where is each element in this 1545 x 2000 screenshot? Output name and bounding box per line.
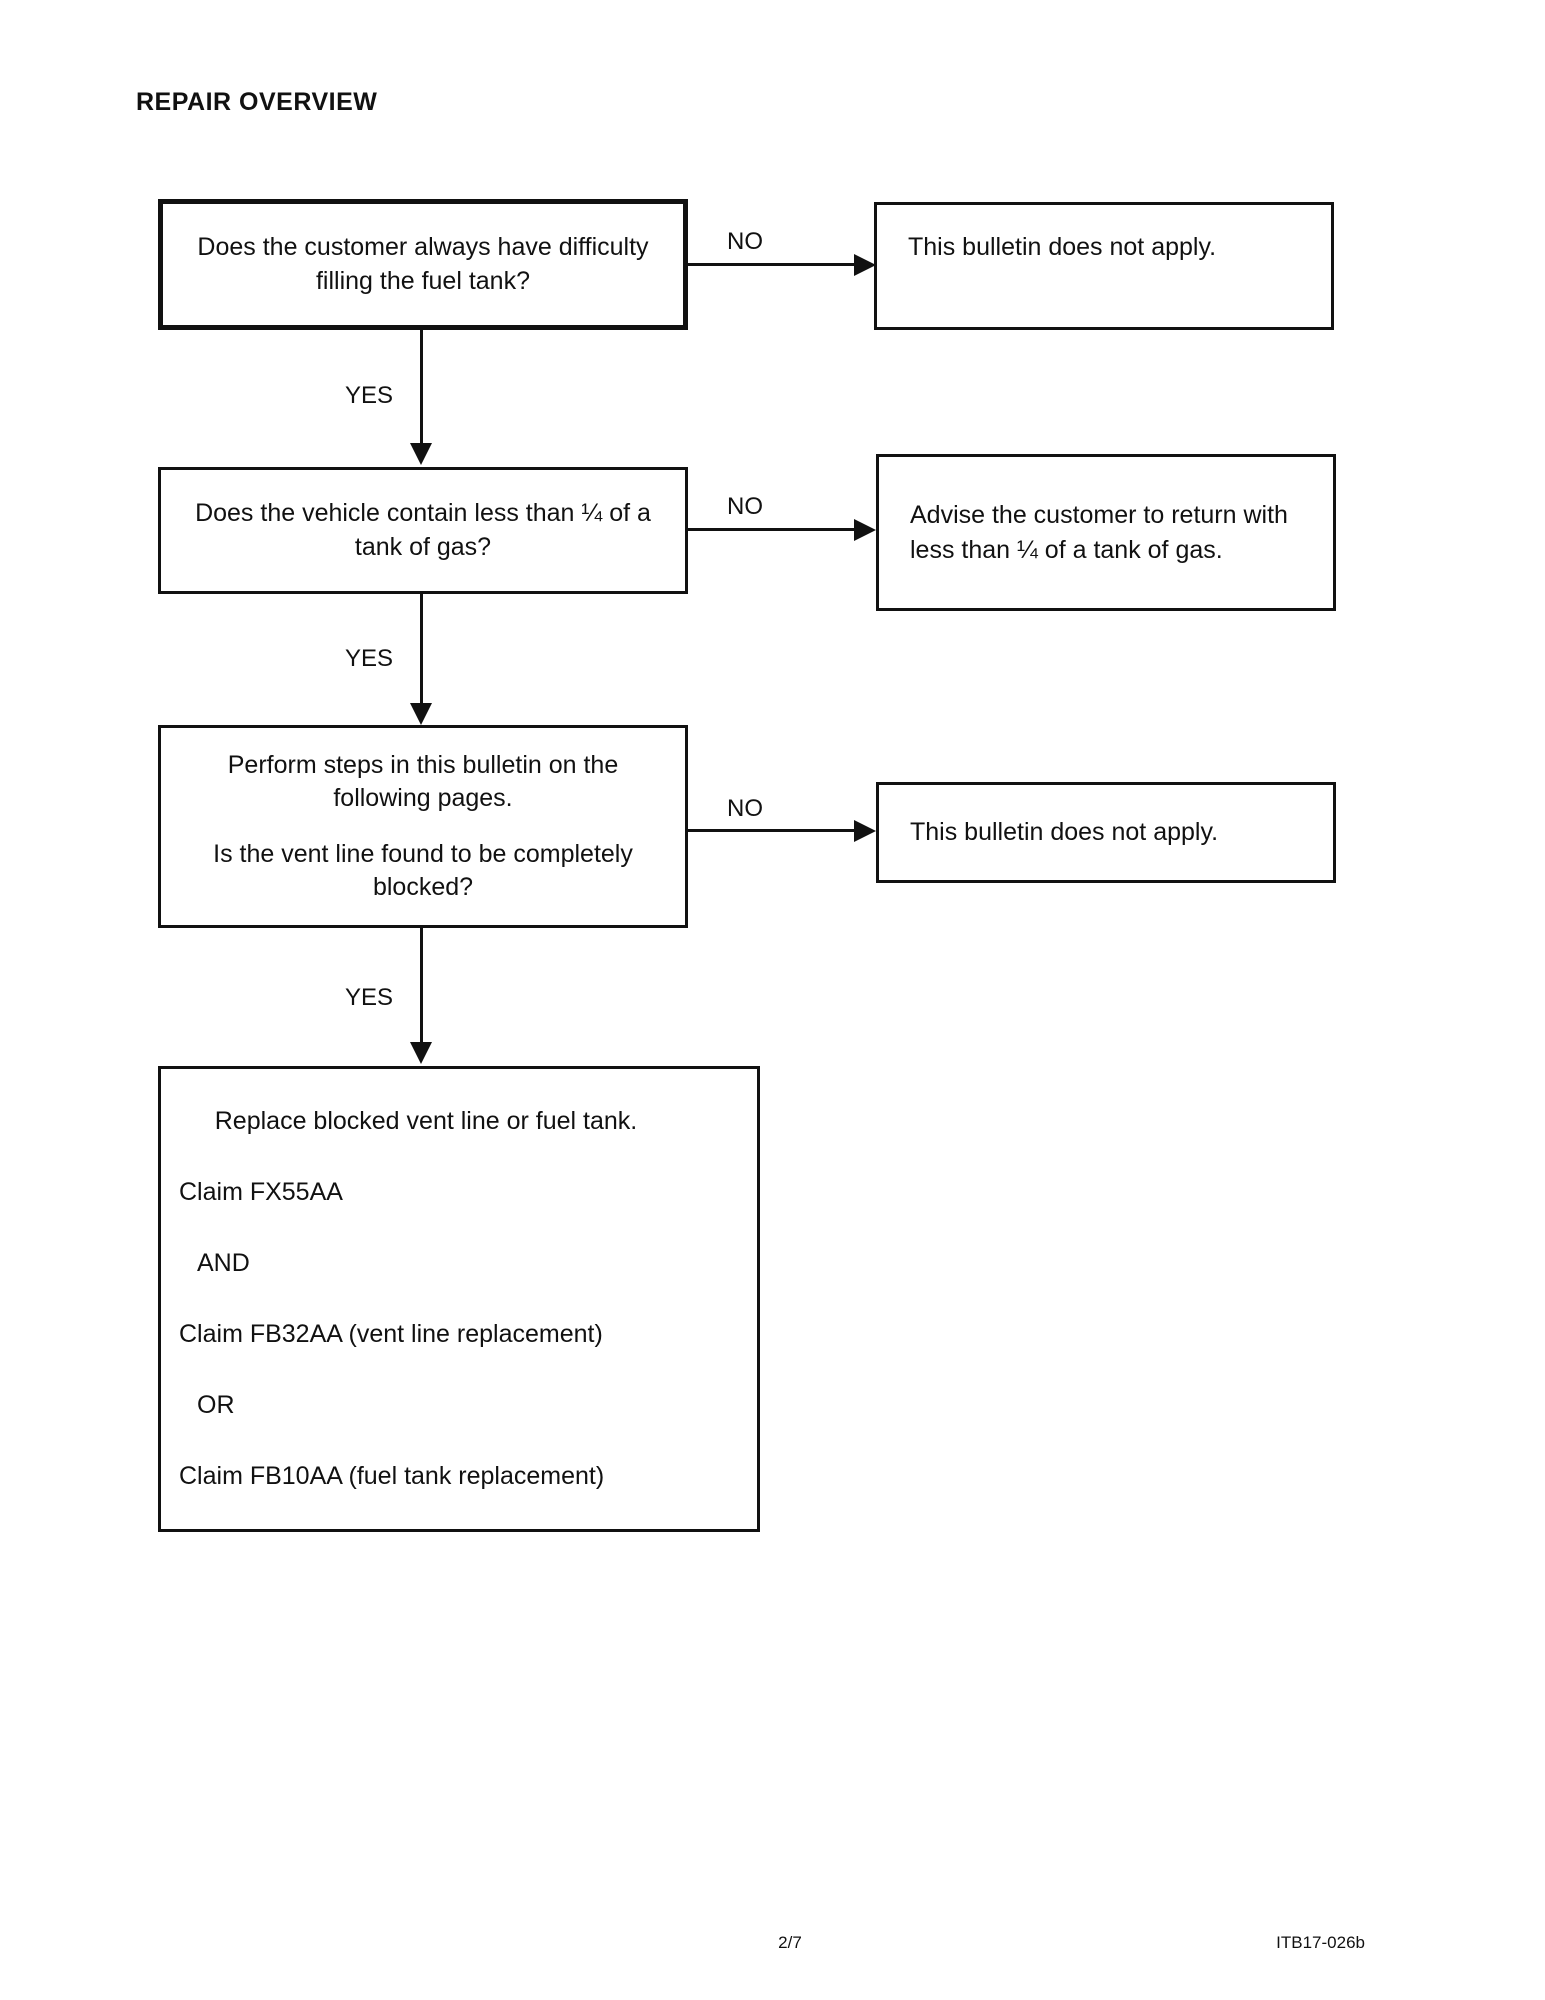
connector-line-no-3 (688, 829, 856, 832)
no-label-3: NO (727, 795, 763, 822)
connector-line-yes-3 (420, 928, 423, 1044)
outcome-box-return-quarter-tank: Advise the customer to return with less … (876, 454, 1336, 611)
outcome-text-line1: Advise the customer to return with (910, 500, 1288, 529)
outcome-text: This bulletin does not apply. (910, 818, 1219, 846)
footer-bulletin-number: ITB17-026b (1276, 1933, 1365, 1952)
decision-text-para2: Is the vent line found to be completely … (213, 839, 633, 902)
no-label-2: NO (727, 493, 763, 520)
page-title: REPAIR OVERVIEW (136, 88, 378, 116)
decision-text: Does the customer always have difficulty… (197, 233, 649, 295)
claim-code-fb10aa: Claim FB10AA (fuel tank replacement) (179, 1462, 605, 1490)
decision-text: Does the vehicle contain less than ¼ of … (195, 499, 651, 561)
arrowhead-down-icon-3 (410, 1042, 432, 1064)
yes-label-3: YES (345, 984, 394, 1011)
decision-box-vent-line-blocked: Perform steps in this bulletin on the fo… (158, 725, 688, 928)
claim-code-fx55aa: Claim FX55AA (179, 1178, 343, 1206)
footer-page-number: 2/7 (778, 1933, 802, 1952)
connector-line-no-1 (688, 263, 856, 266)
claim-code-fb32aa: Claim FB32AA (vent line replacement) (179, 1320, 603, 1348)
connector-line-yes-2 (420, 594, 423, 705)
outcome-box-not-apply-1: This bulletin does not apply. (874, 202, 1334, 330)
arrowhead-right-icon-3 (854, 820, 876, 842)
outcome-box-not-apply-2: This bulletin does not apply. (876, 782, 1336, 883)
arrowhead-down-icon-2 (410, 703, 432, 725)
conjunction-and: AND (197, 1249, 250, 1277)
connector-line-no-2 (688, 528, 856, 531)
action-title: Replace blocked vent line or fuel tank. (214, 1107, 638, 1135)
yes-label-1: YES (345, 382, 394, 409)
arrowhead-down-icon-1 (410, 443, 432, 465)
conjunction-or: OR (197, 1391, 235, 1419)
outcome-text-line2: less than ¼ of a tank of gas. (910, 535, 1223, 564)
decision-box-quarter-tank: Does the vehicle contain less than ¼ of … (158, 467, 688, 594)
connector-line-yes-1 (420, 330, 423, 445)
action-box-replace-vent-line: Replace blocked vent line or fuel tank. … (158, 1066, 760, 1532)
decision-box-fuel-fill-difficulty: Does the customer always have difficulty… (158, 199, 688, 330)
no-label-1: NO (727, 228, 763, 255)
arrowhead-right-icon-2 (854, 519, 876, 541)
yes-label-2: YES (345, 645, 394, 672)
decision-text-para1: Perform steps in this bulletin on the fo… (227, 750, 619, 813)
arrowhead-right-icon-1 (854, 254, 876, 276)
outcome-text: This bulletin does not apply. (908, 233, 1217, 261)
